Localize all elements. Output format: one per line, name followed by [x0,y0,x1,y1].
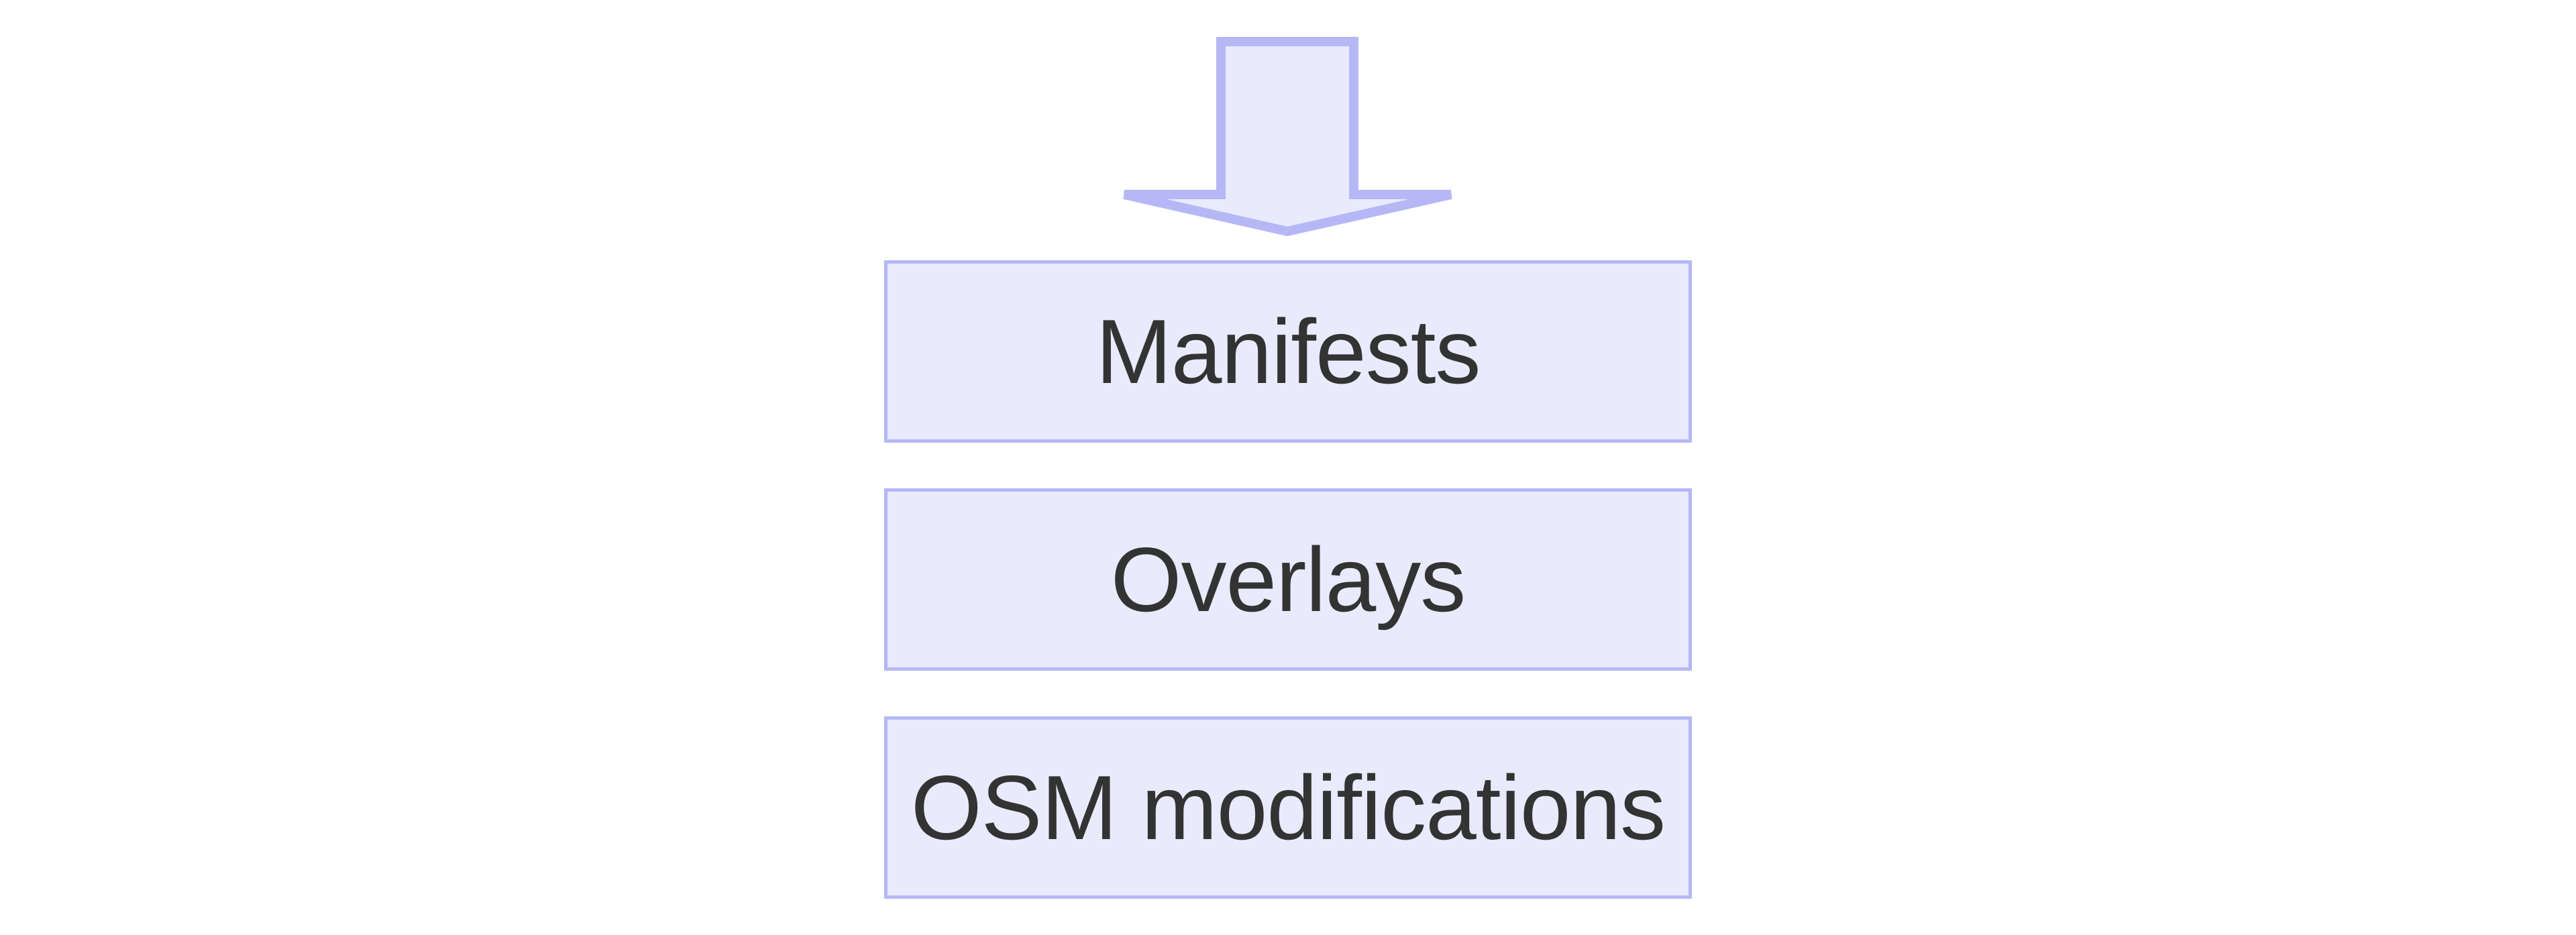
node-label-overlays: Overlays [1110,529,1466,630]
node-osm-modifications[interactable]: OSM modifications [884,716,1692,899]
down-arrow-icon [1114,37,1462,238]
node-overlays[interactable]: Overlays [884,488,1692,671]
node-label-osm-modifications: OSM modifications [910,757,1666,859]
node-manifests[interactable]: Manifests [884,260,1692,443]
node-stack: Manifests Overlays OSM modifications [884,260,1692,899]
down-arrow-shape [1123,37,1452,237]
node-label-manifests: Manifests [1095,300,1481,402]
